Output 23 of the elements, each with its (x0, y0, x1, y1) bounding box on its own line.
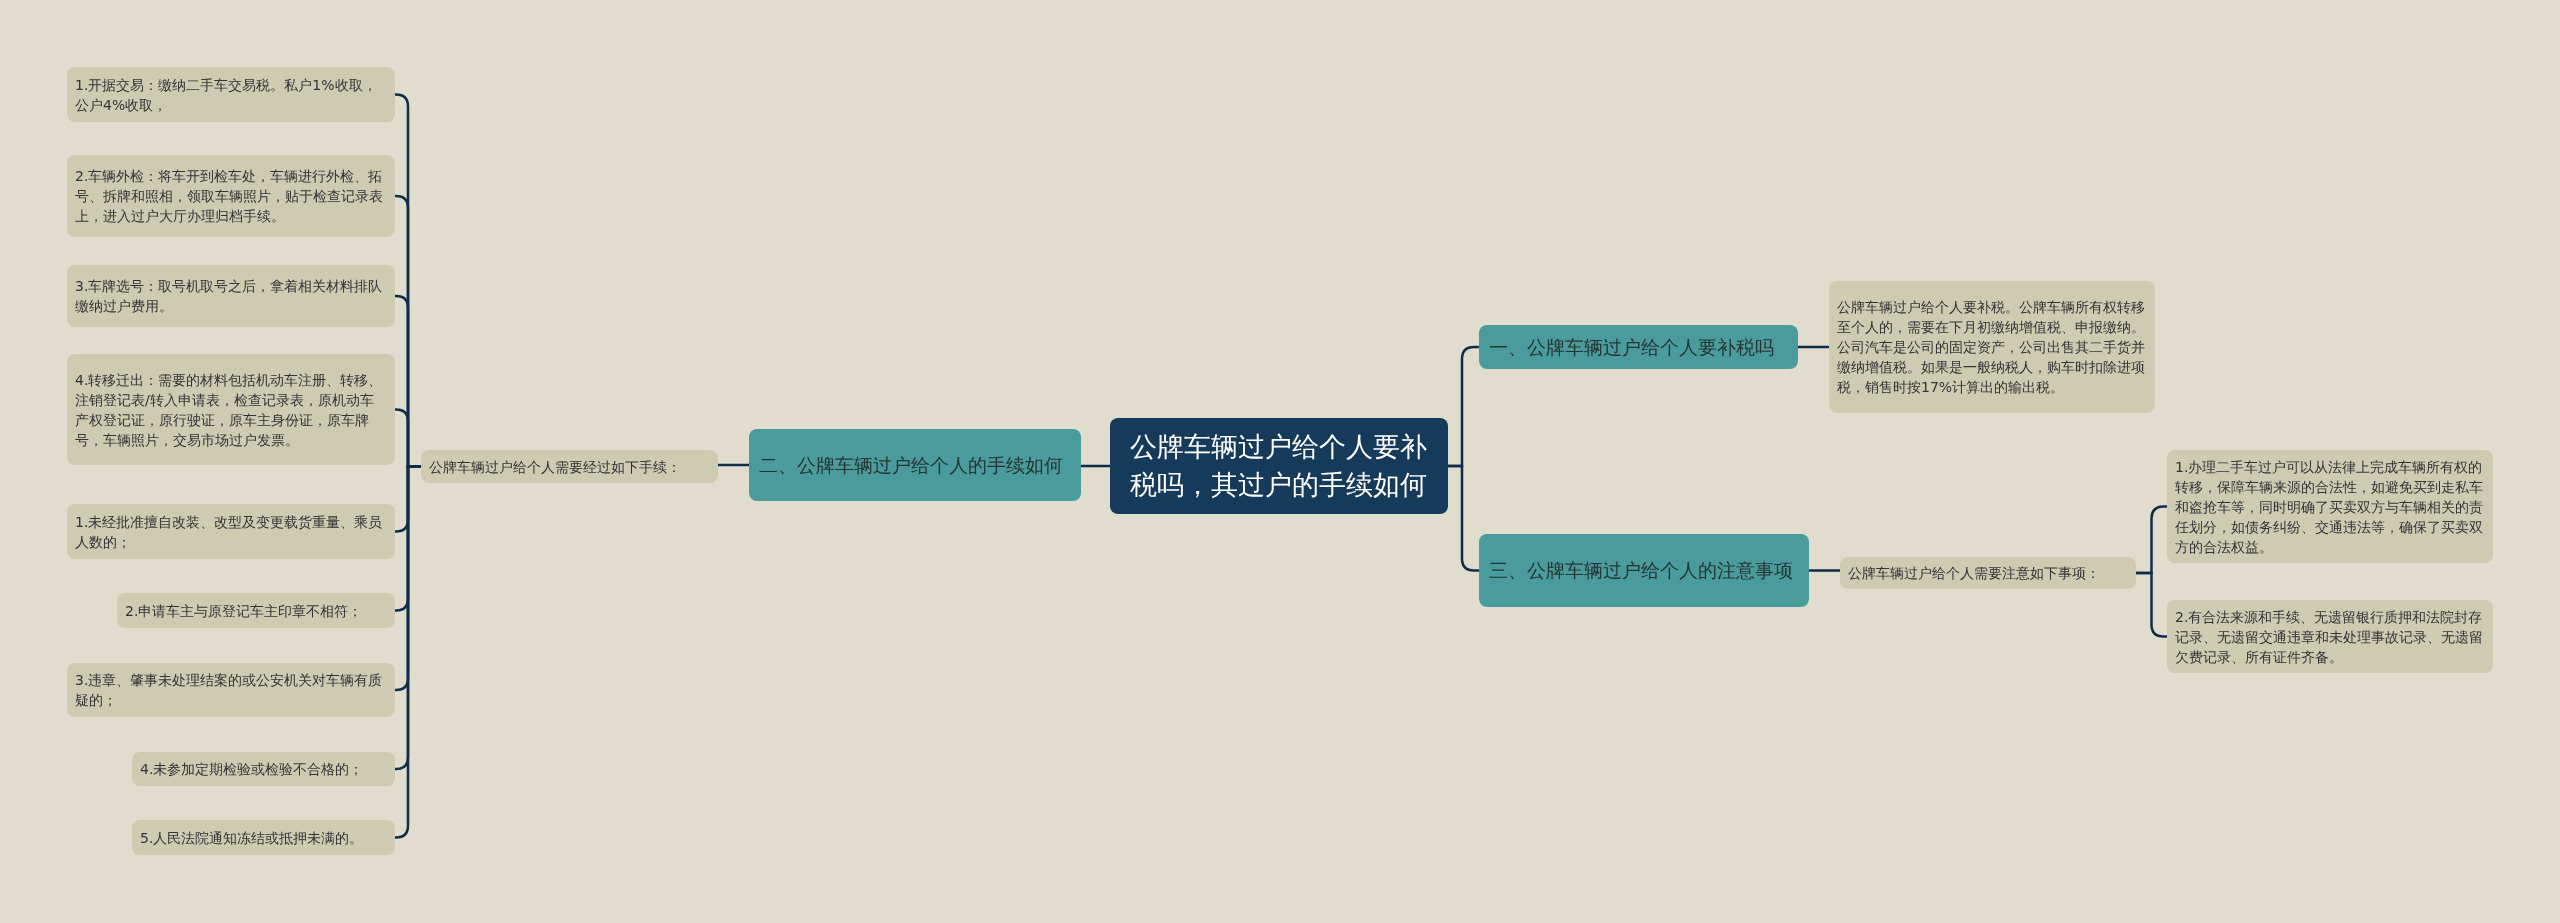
subtopic-box: 2.有合法来源和手续、无遗留银行质押和法院封存记录、无遗留交通违章和未处理事故记录、无遗留欠费记录、所有证件齐备。 (2167, 600, 2493, 673)
subtopic-box: 1.未经批准擅自改装、改型及变更载货重量、乘员人数的； (67, 504, 395, 559)
subtopic-box: 2.车辆外检：将车开到检车处，车辆进行外检、拓号、拆牌和照相，领取车辆照片，贴于检查记录表上，进入过户大厅办理归档手续。 (67, 155, 395, 237)
topic-box: 一、公牌车辆过户给个人要补税吗 (1479, 325, 1798, 369)
central-topic-box: 公牌车辆过户给个人要补税吗，其过户的手续如何 (1110, 418, 1448, 514)
subtopic-box: 1.开据交易：缴纳二手车交易税。私户1%收取，公户4%收取， (67, 67, 395, 122)
subtopic-box: 4.未参加定期检验或检验不合格的； (132, 752, 395, 786)
subtopic-box: 公牌车辆过户给个人需要注意如下事项： (1840, 557, 2136, 589)
connector-line (718, 463, 749, 467)
connector-line (1081, 464, 1110, 468)
connector-line (1798, 345, 1829, 349)
subtopic-box: 1.办理二手车过户可以从法律上完成车辆所有权的转移，保障车辆来源的合法性，如避免买到走私车和盗抢车等，同时明确了买卖双方与车辆相关的责任划分，如债务纠纷、交通违法等，确保了买卖双方的合法权益。 (2167, 450, 2493, 563)
subtopic-box: 公牌车辆过户给个人要补税。公牌车辆所有权转移至个人的，需要在下月初缴纳增值税、申报缴纳。公司汽车是公司的固定资产，公司出售其二手货并缴纳增值税。如果是一般纳税人，购车时扣除进项税，销售时按17%计算出的输出税。 (1829, 281, 2155, 413)
topic-box: 三、公牌车辆过户给个人的注意事项 (1479, 534, 1809, 607)
subtopic-box: 3.车牌选号：取号机取号之后，拿着相关材料排队缴纳过户费用。 (67, 265, 395, 327)
connector-line (1809, 569, 1840, 572)
subtopic-box: 2.申请车主与原登记车主印章不相符； (117, 593, 395, 628)
topic-box: 二、公牌车辆过户给个人的手续如何 (749, 429, 1081, 501)
subtopic-box: 4.转移迁出：需要的材料包括机动车注册、转移、注销登记表/转入申请表，检查记录表，原机动车产权登记证，原行驶证，原车主身份证，原车牌号，车辆照片，交易市场过户发票。 (67, 354, 395, 465)
connector-line (394, 465, 421, 839)
subtopic-box: 3.违章、肇事未处理结案的或公安机关对车辆有质疑的； (67, 663, 395, 717)
subtopic-box: 公牌车辆过户给个人需要经过如下手续： (421, 450, 718, 483)
subtopic-box: 5.人民法院通知冻结或抵押未满的。 (132, 820, 395, 855)
